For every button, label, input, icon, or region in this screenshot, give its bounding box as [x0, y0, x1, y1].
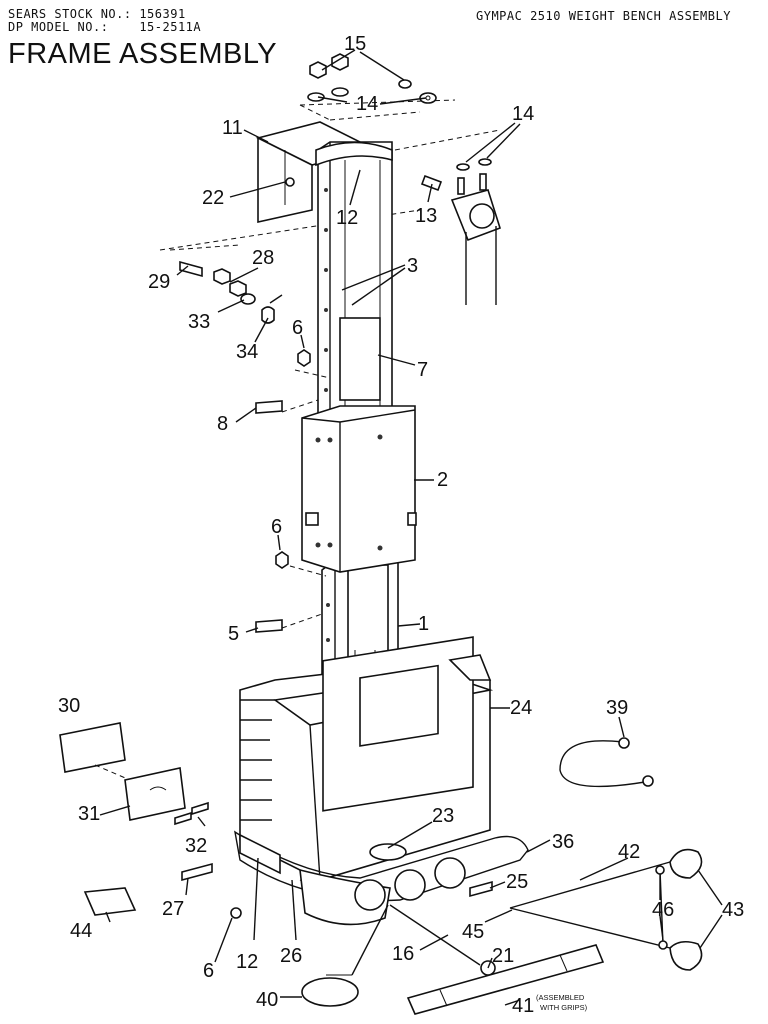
model-number: DP MODEL NO.: 15-2511A	[8, 20, 202, 34]
callout-11: 11	[222, 117, 243, 139]
callout-46: 46	[652, 899, 674, 921]
callout-28: 28	[252, 247, 274, 269]
callout-32: 32	[185, 835, 207, 857]
product-title: GYMPAC 2510 WEIGHT BENCH ASSEMBLY	[476, 9, 731, 23]
callout-1: 1	[418, 613, 429, 635]
callout-numbers: 15 14 14 11 22 12 13 28 29 3 33 6 34 7 8…	[58, 33, 744, 1017]
note-41-line2: WITH GRIPS)	[540, 1003, 588, 1012]
callout-15: 15	[344, 33, 366, 55]
callout-31: 31	[78, 803, 100, 825]
callout-5: 5	[228, 623, 239, 645]
callout-2: 2	[437, 469, 448, 491]
left-hardware	[179, 174, 443, 633]
callout-25: 25	[506, 871, 528, 893]
weight-housing	[239, 636, 494, 881]
callout-40: 40	[256, 989, 278, 1011]
callout-22: 22	[202, 187, 224, 209]
cable-loop	[559, 737, 654, 788]
callout-43: 43	[722, 899, 744, 921]
carriage-plate	[301, 405, 417, 573]
callout-44: 44	[70, 920, 92, 942]
callout-33: 33	[188, 311, 210, 333]
callout-26: 26	[280, 945, 302, 967]
callout-6: 6	[292, 317, 303, 339]
top-hardware	[299, 53, 456, 121]
callout-8: 8	[217, 413, 228, 435]
callout-21: 21	[492, 945, 514, 967]
callout-13: 13	[415, 205, 437, 227]
base-frame	[181, 830, 529, 926]
callout-23: 23	[432, 805, 454, 827]
page-title: FRAME ASSEMBLY	[8, 38, 278, 70]
pulley-bracket	[394, 129, 501, 305]
callout-36: 36	[552, 831, 574, 853]
callout-45: 45	[462, 921, 484, 943]
stock-number: SEARS STOCK NO.: 156391	[8, 7, 186, 21]
callout-29: 29	[148, 271, 170, 293]
callout-3: 3	[407, 255, 418, 277]
callout-6: 6	[203, 960, 214, 982]
callout-27: 27	[162, 898, 184, 920]
callout-24: 24	[510, 697, 532, 719]
callout-14: 14	[512, 103, 534, 125]
callout-41: 41	[512, 995, 534, 1017]
callout-12: 12	[336, 207, 358, 229]
note-41-line1: (ASSEMBLED	[536, 993, 585, 1002]
handles-and-straps	[301, 848, 703, 1015]
callout-7: 7	[417, 359, 428, 381]
callout-42: 42	[618, 841, 640, 863]
callout-12: 12	[236, 951, 258, 973]
callout-30: 30	[58, 695, 80, 717]
callout-14: 14	[356, 93, 378, 115]
callout-16: 16	[392, 943, 414, 965]
callout-34: 34	[236, 341, 258, 363]
left-accessories	[59, 722, 209, 916]
callout-6: 6	[271, 516, 282, 538]
leader-lines	[99, 49, 723, 1006]
callout-39: 39	[606, 697, 628, 719]
